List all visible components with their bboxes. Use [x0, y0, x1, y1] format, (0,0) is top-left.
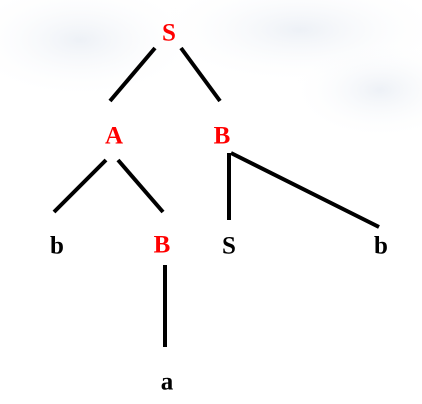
node-A: A — [104, 122, 124, 150]
node-S-leaf: S — [222, 232, 236, 260]
edge-A-B — [116, 158, 165, 214]
node-b-left: b — [50, 232, 64, 260]
edge-B-b — [230, 151, 380, 229]
node-a-leaf: a — [160, 368, 174, 396]
node-B-middle: B — [153, 231, 171, 259]
edge-S-A — [108, 46, 157, 103]
edge-S-B — [179, 46, 222, 103]
node-B-right: B — [213, 122, 231, 150]
node-root-S: S — [162, 19, 176, 47]
edge-A-b — [52, 158, 108, 214]
node-b-right: b — [374, 232, 388, 260]
